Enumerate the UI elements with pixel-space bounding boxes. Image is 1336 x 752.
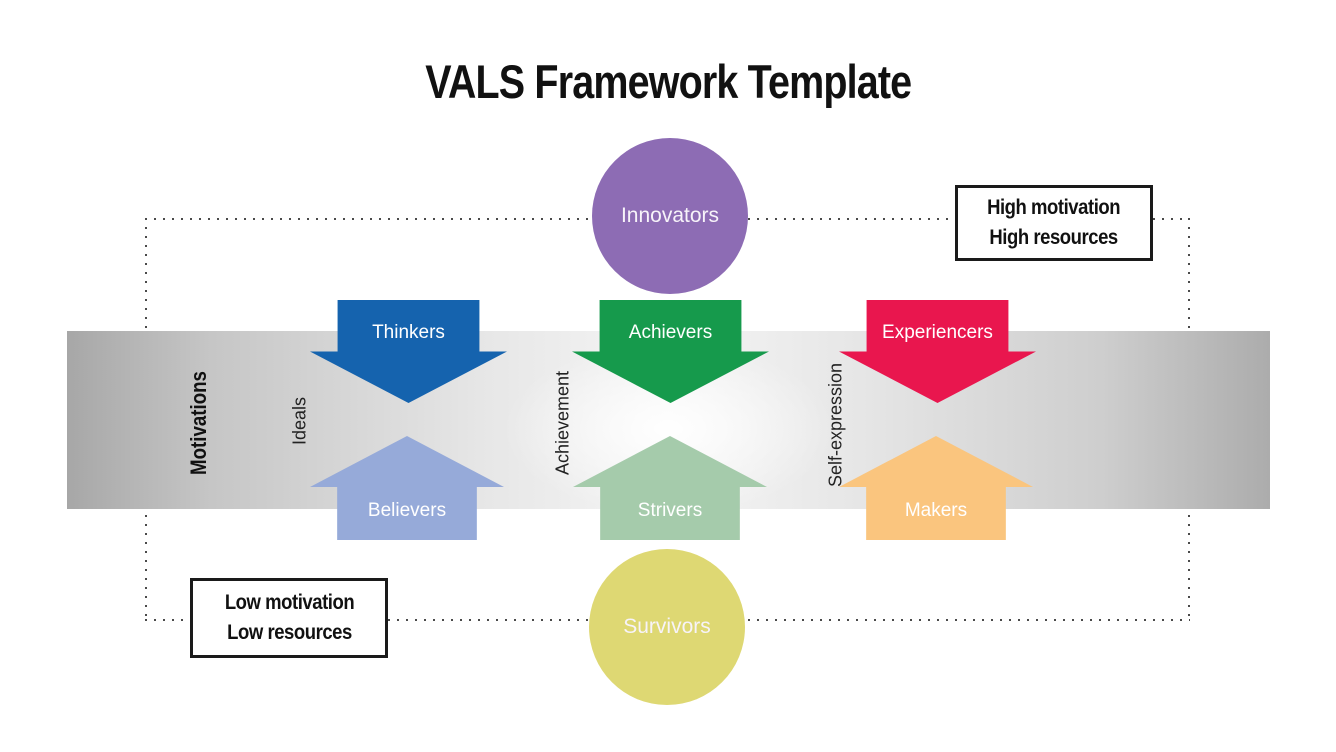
low-box-text: Low motivation Low resources <box>224 588 354 649</box>
high-motivation-resources-box: High motivation High resources <box>955 185 1153 261</box>
experiencers-label: Experiencers <box>882 322 993 343</box>
believers-label: Believers <box>367 500 447 521</box>
low-motivation-resources-box: Low motivation Low resources <box>190 578 388 658</box>
page-title-text: VALS Framework Template <box>424 55 912 108</box>
high-motivation-line: High motivation <box>987 195 1121 219</box>
innovators-label: Innovators <box>620 204 720 227</box>
survivors-circle: Survivors <box>589 549 745 705</box>
page-title: VALS Framework Template <box>0 54 1336 109</box>
achievement-column-label: Achievement <box>552 370 573 476</box>
self-expression-column-label: Self-expression <box>825 362 846 488</box>
low-motivation-line: Low motivation <box>224 590 354 614</box>
strivers-label: Strivers <box>637 500 703 521</box>
survivors-label: Survivors <box>623 615 711 638</box>
innovators-circle: Innovators <box>592 138 748 294</box>
high-box-text: High motivation High resources <box>987 193 1120 254</box>
high-resources-line: High resources <box>989 226 1119 249</box>
ideals-column-label: Ideals <box>289 396 310 446</box>
achievers-label: Achievers <box>628 322 713 343</box>
low-resources-line: Low resources <box>226 621 352 644</box>
thinkers-label: Thinkers <box>372 322 445 343</box>
motivations-axis-label: Motivations <box>186 371 211 475</box>
makers-label: Makers <box>904 500 968 521</box>
